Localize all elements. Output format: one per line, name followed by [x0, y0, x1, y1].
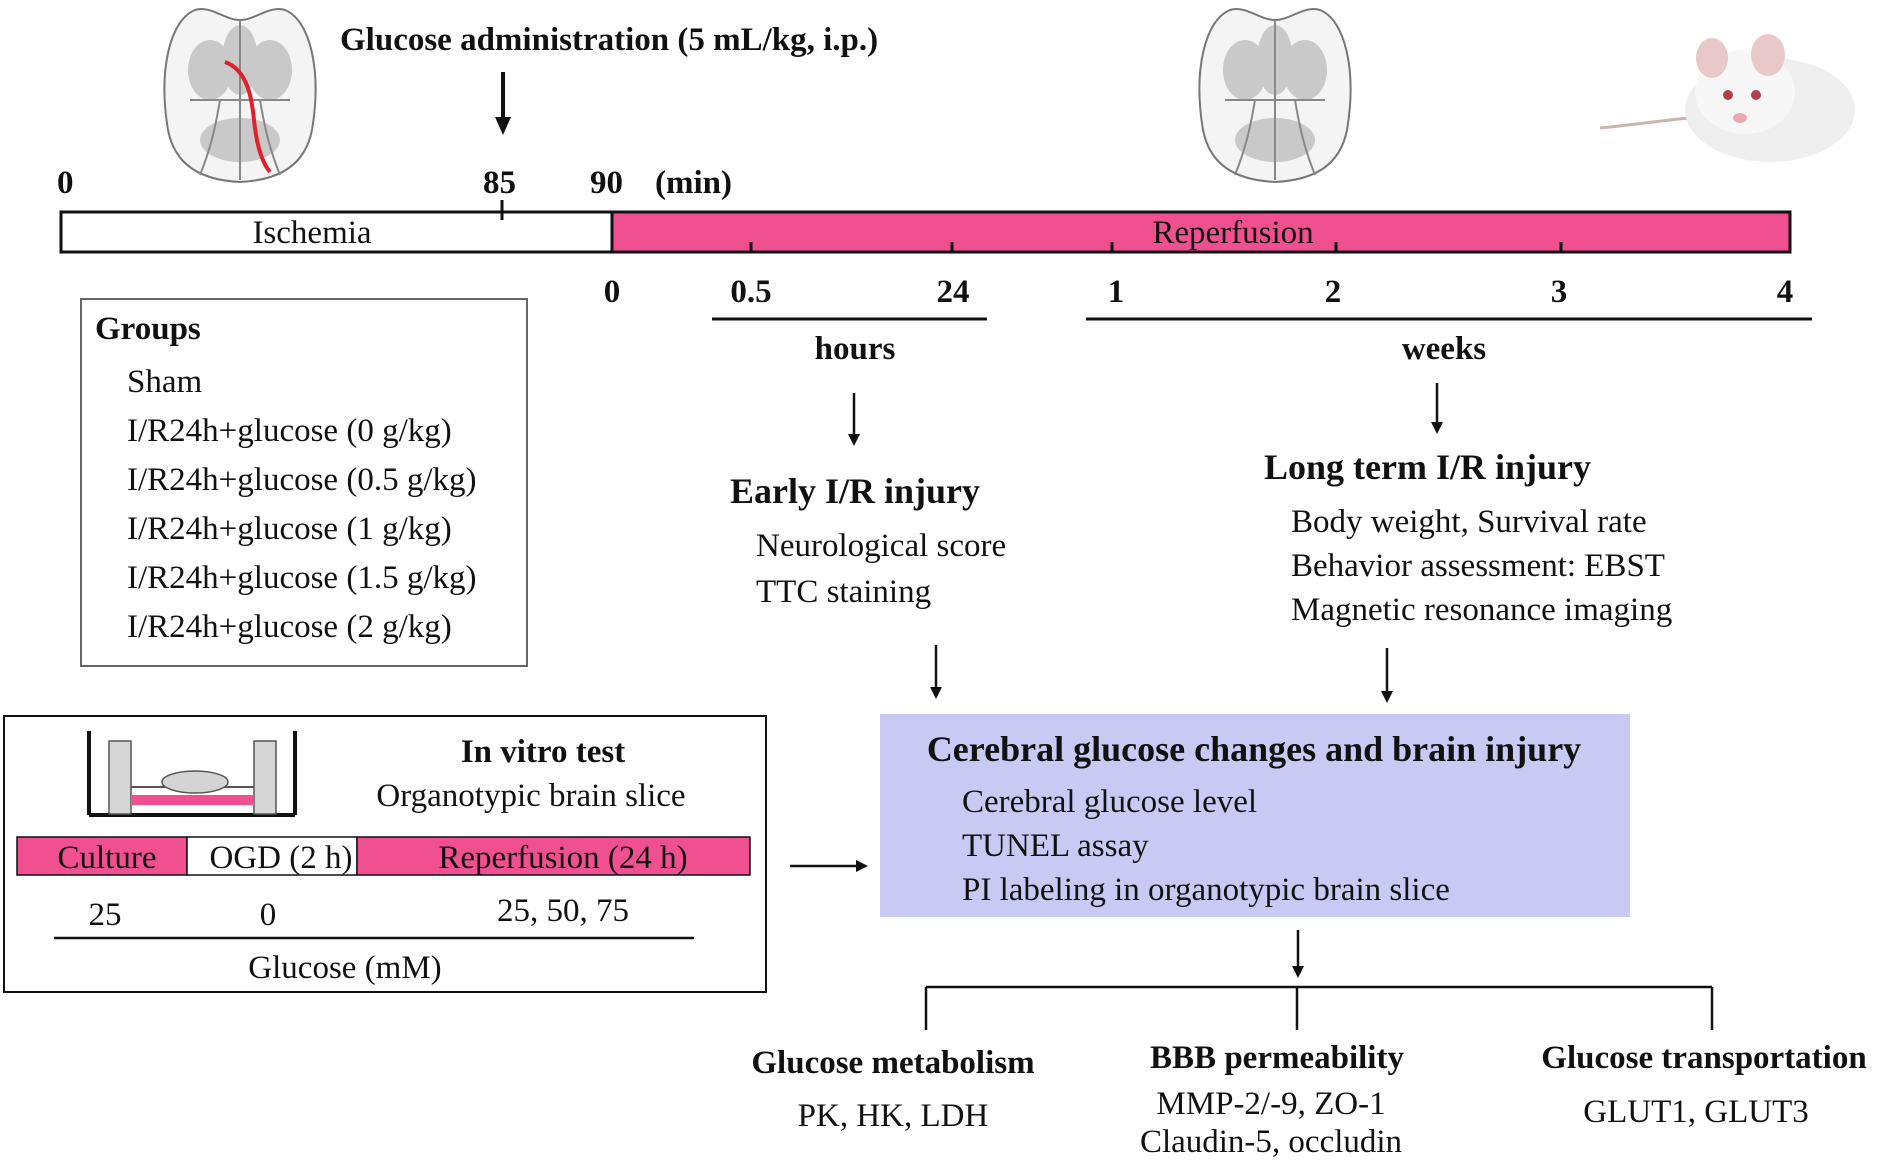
reperfusion-bar — [610, 210, 1792, 254]
groups-box — [80, 298, 528, 667]
glucose-unit-label: Glucose (mM) — [248, 950, 441, 986]
central-box — [880, 714, 1630, 917]
group-item: I/R24h+glucose (2 g/kg) — [127, 609, 452, 645]
rep-tick-0-5: 0.5 — [730, 274, 771, 310]
hours-label: hours — [815, 331, 896, 367]
outcome-title: BBB permeability — [1150, 1040, 1404, 1076]
early-item: Neurological score — [756, 528, 1006, 564]
rep-tick-1: 1 — [1108, 274, 1125, 310]
outcome-title: Glucose metabolism — [751, 1045, 1034, 1081]
glucose-value-ogd: 0 — [260, 897, 277, 933]
reperfusion-label: Reperfusion — [1152, 215, 1313, 251]
glucose-value-reperfusion: 25, 50, 75 — [497, 893, 629, 929]
brain-mcao-icon — [163, 7, 317, 184]
central-item: Cerebral glucose level — [962, 784, 1257, 820]
longterm-title: Long term I/R injury — [1264, 447, 1591, 487]
ischemia-label: Ischemia — [252, 215, 371, 251]
longterm-item: Behavior assessment: EBST — [1291, 548, 1665, 584]
longterm-item: Magnetic resonance imaging — [1291, 592, 1672, 628]
central-item: TUNEL assay — [962, 828, 1149, 864]
phase-ogd-label: OGD (2 h) — [210, 840, 353, 876]
early-title: Early I/R injury — [730, 471, 980, 511]
weeks-label: weeks — [1402, 331, 1486, 367]
rep-tick-2: 2 — [1325, 274, 1342, 310]
outcome-line: Claudin-5, occludin — [1140, 1124, 1402, 1160]
longterm-item: Body weight, Survival rate — [1291, 504, 1647, 540]
rep-tick-4: 4 — [1777, 274, 1794, 310]
invitro-subtitle: Organotypic brain slice — [376, 778, 685, 814]
rep-tick-3: 3 — [1551, 274, 1568, 310]
culture-dish-icon — [87, 731, 297, 817]
central-title: Cerebral glucose changes and brain injur… — [927, 729, 1581, 769]
rep-tick-24: 24 — [937, 274, 970, 310]
reperfusion-ticks — [749, 242, 1563, 252]
brain-reperfusion-icon — [1198, 7, 1352, 184]
phase-reperfusion-label: Reperfusion (24 h) — [438, 840, 687, 876]
outcome-line: PK, HK, LDH — [798, 1098, 989, 1134]
group-item: Sham — [127, 364, 203, 400]
outcome-title: Glucose transportation — [1541, 1040, 1866, 1076]
outcome-branches — [924, 985, 1714, 1030]
group-item: I/R24h+glucose (0 g/kg) — [127, 413, 452, 449]
phase-ogd — [186, 836, 358, 876]
early-item: TTC staining — [756, 574, 931, 610]
rat-icon — [1599, 34, 1855, 162]
group-item: I/R24h+glucose (1.5 g/kg) — [127, 560, 476, 596]
min-tick-85: 85 — [483, 165, 516, 201]
min-unit: (min) — [655, 165, 732, 201]
group-item: I/R24h+glucose (0.5 g/kg) — [127, 462, 476, 498]
ischemia-bar — [59, 210, 614, 254]
invitro-title: In vitro test — [461, 734, 625, 770]
admin-label: Glucose administration (5 mL/kg, i.p.) — [340, 22, 878, 58]
min-tick-90: 90 — [590, 165, 623, 201]
outcome-line: GLUT1, GLUT3 — [1583, 1094, 1808, 1130]
outcome-line: MMP-2/-9, ZO-1 — [1156, 1086, 1385, 1122]
central-item: PI labeling in organotypic brain slice — [962, 872, 1450, 908]
rep-tick-0: 0 — [604, 274, 621, 310]
phase-culture-label: Culture — [58, 840, 157, 876]
groups-title: Groups — [95, 311, 201, 347]
min-tick-0: 0 — [57, 165, 74, 201]
phase-reperfusion — [356, 836, 751, 876]
group-item: I/R24h+glucose (1 g/kg) — [127, 511, 452, 547]
glucose-value-culture: 25 — [89, 897, 122, 933]
phase-culture — [16, 836, 188, 876]
